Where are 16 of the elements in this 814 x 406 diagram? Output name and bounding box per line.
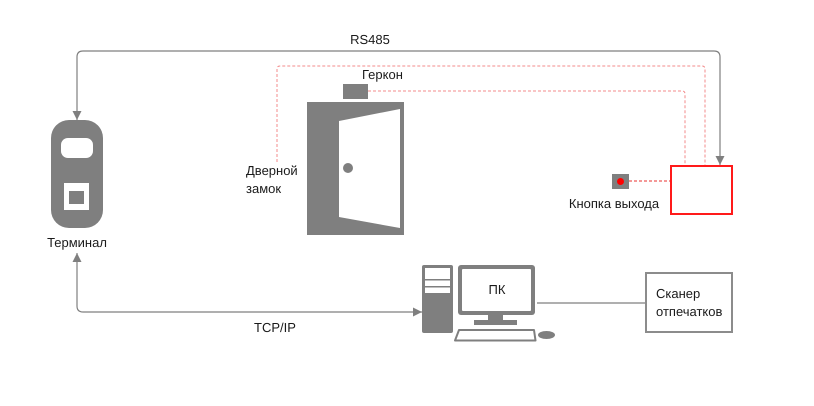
connector-line (537, 302, 645, 304)
monitor-label: ПК (488, 282, 506, 298)
dashed-wire (628, 180, 670, 182)
scanner-box (645, 272, 733, 333)
io-module-box (670, 165, 733, 215)
connector-line (72, 253, 422, 316)
dashed-wire (276, 66, 706, 166)
sensor-label: Геркон (362, 68, 403, 82)
button-label: Кнопка выхода (568, 196, 660, 211)
device-label: Терминал (46, 235, 108, 251)
edge-label: TCP/IP (253, 320, 297, 336)
lock-label: Дверной замок (246, 162, 306, 198)
dashed-wire (368, 90, 686, 166)
connector-line (72, 50, 724, 165)
box-label: Сканер отпечатков (656, 284, 724, 320)
edge-label: RS485 (349, 32, 391, 48)
